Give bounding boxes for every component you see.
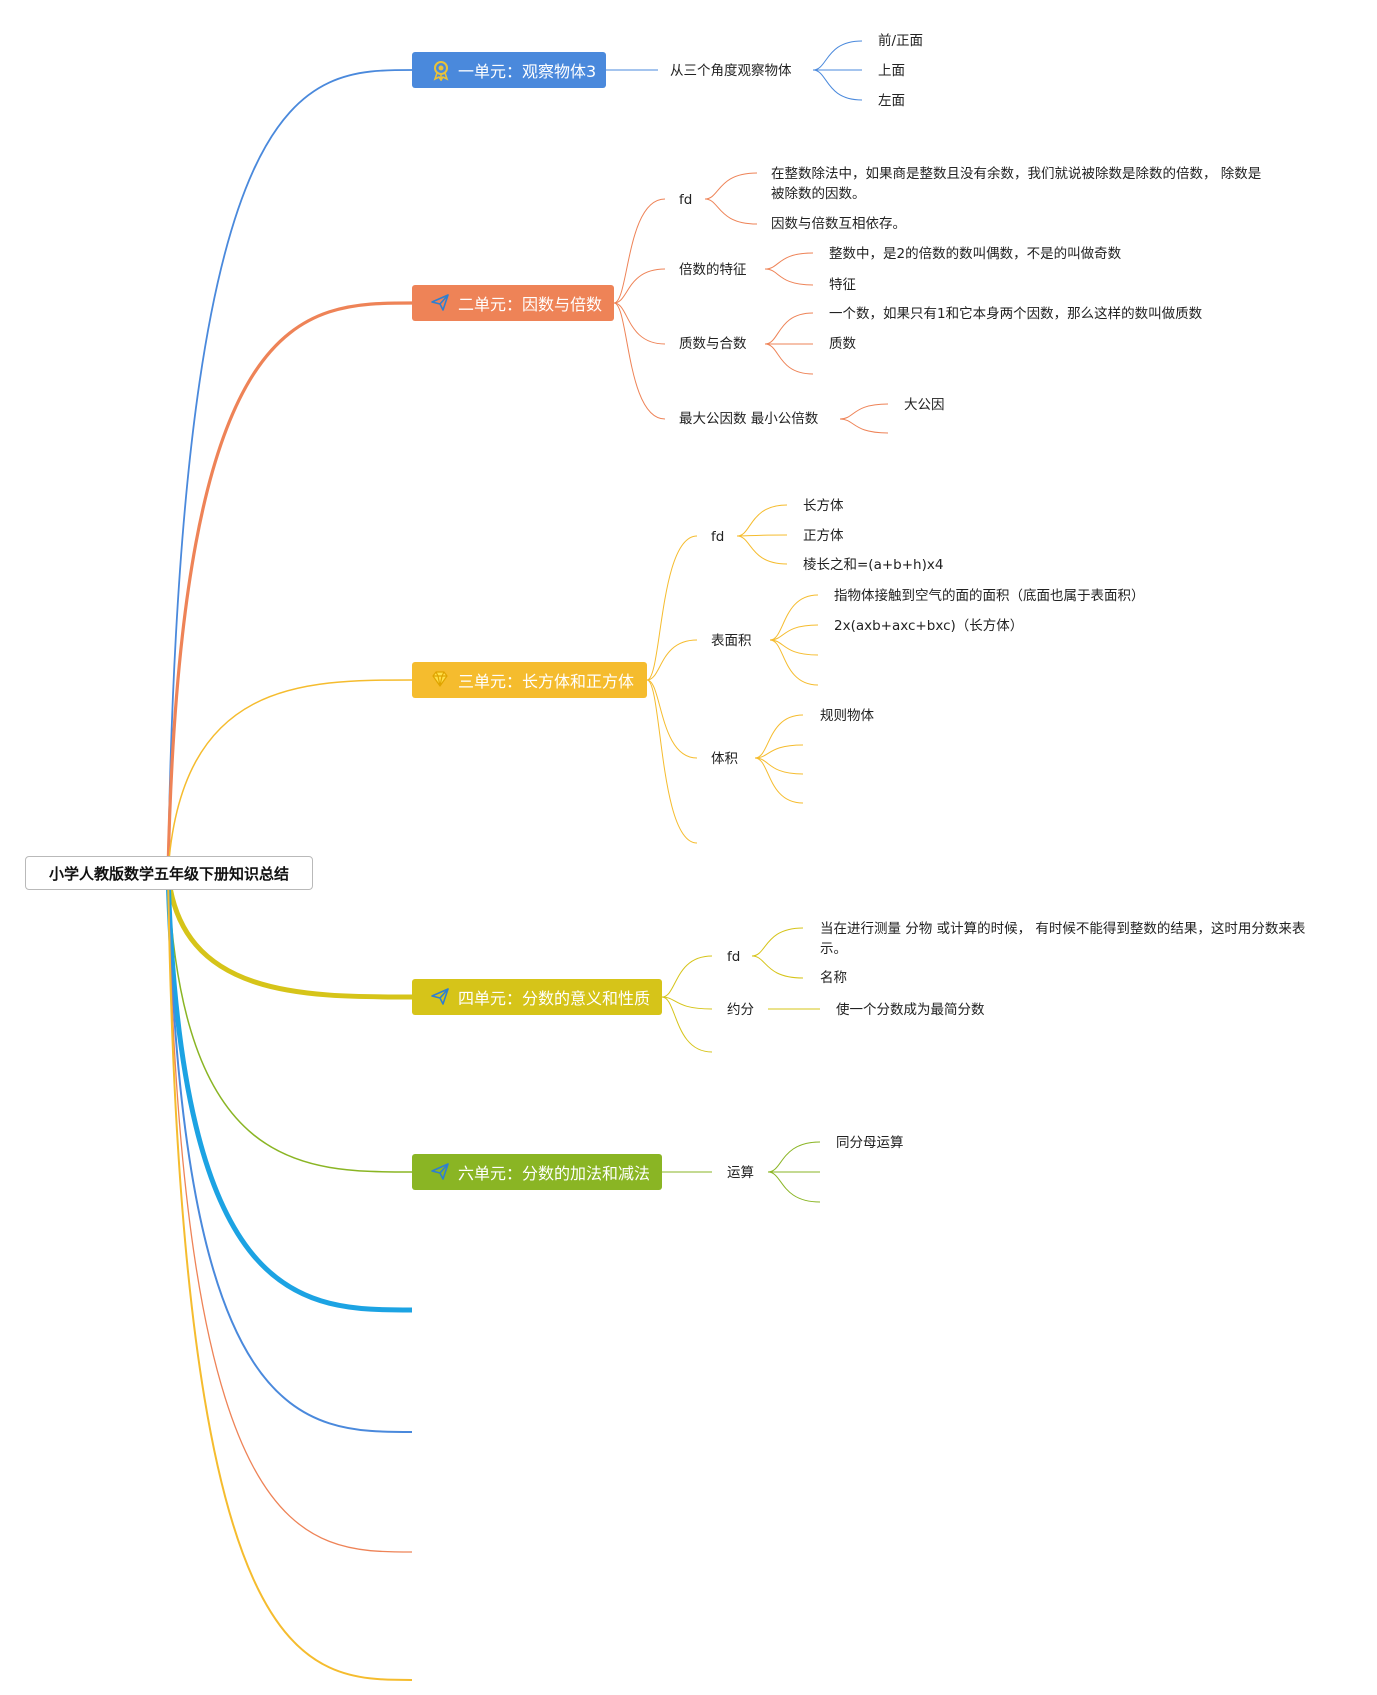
medal-icon (430, 59, 452, 83)
edge-b3-leaf (754, 757, 804, 775)
branch-unit-6[interactable]: 六单元：分数的加法和减法 (412, 1154, 662, 1190)
edge-root-unit-6 (167, 872, 413, 1173)
edge-b3-leaf (754, 757, 804, 804)
branch-title: 三单元：长方体和正方体 (458, 672, 635, 691)
branch-title: 四单元：分数的意义和性质 (458, 989, 651, 1008)
edge-b2-leaf (839, 418, 889, 434)
leaf-features[interactable]: 特征 (829, 277, 856, 293)
leaf-fraction-definition[interactable]: 当在进行测量 分物 或计算的时候， 有时候不能得到整数的结果，这时用分数来表示。 (820, 921, 1306, 957)
edge-root-unit-2 (166, 301, 413, 874)
edge-b3-leaf (754, 744, 804, 759)
edge-b2-leaf (704, 198, 758, 225)
root-title: 小学人教版数学五年级下册知识总结 (48, 864, 289, 883)
leaf-left[interactable]: 左面 (878, 93, 905, 109)
edge-b4-node (661, 996, 713, 1010)
edge-root-empty-2 (167, 872, 413, 1433)
edge-b3-leaf (769, 624, 819, 641)
edge-b2-leaf (704, 172, 758, 200)
leaf-regular-object[interactable]: 规则物体 (820, 708, 874, 724)
paper-plane-icon (430, 986, 452, 1008)
edge-b2-node (613, 268, 666, 304)
edge-b3-node (646, 639, 698, 681)
edge-b2-leaf (764, 252, 814, 270)
leaf-interdependent[interactable]: 因数与倍数互相依存。 (771, 216, 906, 232)
edge-b3-leaf (736, 504, 788, 537)
diamond-icon (430, 669, 452, 691)
edge-b2-node (613, 302, 666, 345)
node-reduce-fraction[interactable]: 约分 (727, 1002, 754, 1018)
edge-b4-node (661, 996, 713, 1053)
edge-b6-leaf (767, 1141, 821, 1173)
leaf-name[interactable]: 名称 (820, 970, 847, 986)
edge-b1-leaf (812, 69, 863, 101)
edge-root-empty-4 (167, 872, 413, 1681)
edge-b3-leaf (754, 714, 804, 759)
node-observe-three-angles[interactable]: 从三个角度观察物体 (670, 63, 792, 79)
edge-b3-leaf (769, 594, 819, 641)
leaf-cuboid[interactable]: 长方体 (803, 498, 844, 514)
branch-title: 二单元：因数与倍数 (458, 295, 603, 314)
edge-b2-leaf (839, 403, 889, 420)
leaf-gcd[interactable]: 大公因 (904, 397, 945, 413)
root-topic[interactable]: 小学人教版数学五年级下册知识总结 (25, 856, 313, 890)
leaf-front[interactable]: 前/正面 (878, 33, 924, 49)
edge-b6-leaf (767, 1171, 821, 1203)
leaf-same-denominator[interactable]: 同分母运算 (836, 1135, 904, 1151)
edge-b4-leaf (751, 927, 804, 957)
paper-plane-icon (430, 1161, 452, 1183)
node-multiple-features[interactable]: 倍数的特征 (679, 262, 747, 278)
branch-title: 一单元：观察物体3 (458, 62, 597, 81)
leaf-surface-formula[interactable]: 2x(axb+axc+bxc)（长方体） (834, 618, 1024, 634)
edge-b3-node (646, 679, 698, 759)
edge-b1-leaf (812, 40, 863, 71)
edge-b2-leaf (764, 312, 814, 345)
node-operations[interactable]: 运算 (727, 1165, 754, 1181)
branch-unit-4[interactable]: 四单元：分数的意义和性质 (412, 979, 662, 1015)
edge-b3-leaf (769, 639, 819, 686)
leaf-surface-definition[interactable]: 指物体接触到空气的面的面积（底面也属于表面积） (834, 588, 1145, 604)
leaf-even-odd[interactable]: 整数中，是2的倍数的数叫偶数，不是的叫做奇数 (829, 246, 1122, 262)
leaf-prime-definition[interactable]: 一个数，如果只有1和它本身两个因数，那么这样的数叫做质数 (829, 306, 1203, 322)
edge-b2-node (613, 302, 666, 420)
node-fd[interactable]: fd (711, 529, 725, 545)
paper-plane-icon (430, 292, 452, 314)
leaf-prime[interactable]: 质数 (829, 336, 856, 352)
edge-root-unit-3 (167, 679, 413, 874)
leaf-factor-definition[interactable]: 在整数除法中，如果商是整数且没有余数，我们就说被除数是除数的倍数， 除数是被除数… (771, 166, 1262, 202)
edge-b3-leaf (736, 535, 788, 565)
leaf-edge-sum[interactable]: 棱长之和=(a+b+h)x4 (803, 557, 944, 573)
edge-root-empty-1 (165, 872, 413, 1313)
branch-unit-3[interactable]: 三单元：长方体和正方体 (412, 662, 647, 698)
edge-root-empty-3 (167, 872, 413, 1553)
branch-title: 六单元：分数的加法和减法 (458, 1164, 651, 1183)
node-fd[interactable]: fd (679, 192, 693, 208)
edge-b3-node (646, 679, 698, 844)
edge-b3-leaf (736, 534, 788, 537)
edge-b2-leaf (764, 268, 814, 286)
edge-b4-leaf (751, 955, 804, 979)
edge-b2-leaf (764, 343, 814, 375)
leaf-simplest-form[interactable]: 使一个分数成为最简分数 (836, 1002, 985, 1018)
edge-b3-leaf (769, 639, 819, 656)
node-surface-area[interactable]: 表面积 (711, 633, 752, 649)
edge-root-unit-4 (165, 872, 413, 1000)
edge-b4-node (661, 955, 713, 998)
node-gcd-lcm[interactable]: 最大公因数 最小公倍数 (679, 411, 819, 427)
branch-unit-1[interactable]: 一单元：观察物体3 (412, 52, 606, 88)
edge-b3-node (646, 535, 698, 681)
edge-b2-node (613, 198, 666, 304)
leaf-top[interactable]: 上面 (878, 63, 905, 79)
node-volume[interactable]: 体积 (711, 751, 738, 767)
leaf-cube[interactable]: 正方体 (803, 528, 844, 544)
node-prime-composite[interactable]: 质数与合数 (679, 336, 747, 352)
edge-root-unit-1 (167, 69, 413, 874)
node-fd[interactable]: fd (727, 949, 741, 965)
branch-unit-2[interactable]: 二单元：因数与倍数 (412, 285, 614, 321)
